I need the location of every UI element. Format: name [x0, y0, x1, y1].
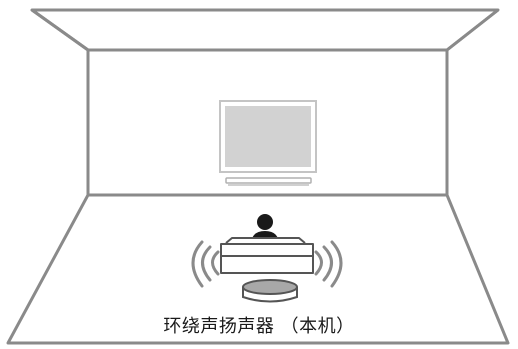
wave-right-middle	[322, 245, 333, 282]
room-outline	[6, 8, 510, 345]
person-head	[257, 214, 273, 230]
back-wall	[86, 48, 449, 197]
sound-waves-left	[191, 240, 220, 288]
surround-speaker	[242, 279, 298, 303]
sofa	[220, 237, 314, 274]
wave-left-outer	[191, 240, 204, 288]
tv	[219, 100, 317, 186]
tv-screen	[225, 106, 311, 167]
sofa-back	[225, 237, 306, 244]
tv-soundbar	[225, 177, 312, 184]
wave-right-outer	[330, 240, 343, 288]
wave-left-inner	[211, 250, 220, 276]
sofa-arm-left	[220, 244, 232, 257]
sofa-arm-right	[302, 244, 314, 257]
ceiling-edge-right	[446, 8, 499, 52]
wave-right-inner	[314, 250, 323, 276]
sofa-body	[220, 243, 314, 274]
surround-speaker-caption: 环绕声扬声器 （本机）	[163, 316, 355, 337]
wave-left-middle	[201, 245, 212, 282]
ceiling-edge-left	[31, 8, 89, 52]
sound-waves-right	[314, 240, 343, 288]
speaker-top	[242, 279, 298, 295]
